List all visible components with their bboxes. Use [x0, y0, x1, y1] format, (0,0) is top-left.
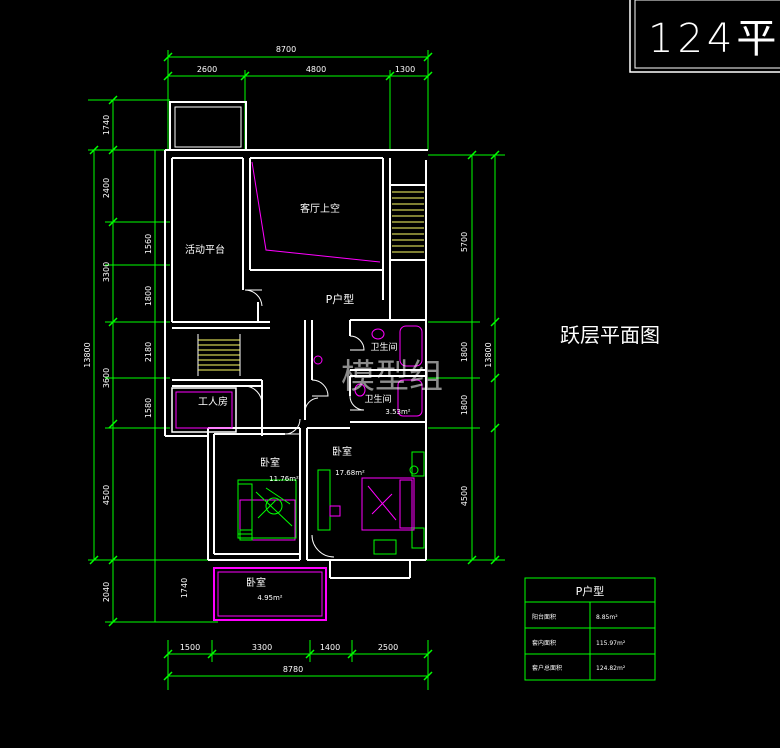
- dim-left-inner-1: 1560: [144, 234, 153, 254]
- room-label-bath1: 卫生间: [370, 341, 397, 353]
- header-title-fragment: 124平米: [648, 16, 780, 62]
- room-label-bedroom2: 卧室: [332, 445, 352, 458]
- dim-left-inner-2: 1800: [144, 286, 153, 306]
- room-area-bedroom3: 4.95m²: [257, 594, 282, 602]
- area-table: P户型 阳台面积 8.85m² 套内面积 115.97m² 套户总面积 124.…: [524, 577, 656, 681]
- dim-top-seg-2: 4800: [306, 65, 326, 74]
- area-row-label-2: 套内面积: [532, 639, 556, 647]
- room-label-living-void: 客厅上空: [300, 202, 340, 215]
- room-labels: 客厅上空 活动平台 P户型 卫生间 卫生间 3.53m² 工人房 卧室 11.7…: [185, 202, 411, 602]
- dim-right-seg-3: 1800: [460, 395, 469, 415]
- bedroom2-bed: [329, 477, 415, 531]
- dimension-lines: [88, 50, 505, 690]
- room-area-bedroom1: 11.76m²: [269, 475, 299, 483]
- bath-fixtures: [175, 325, 423, 541]
- dimension-ticks: [89, 52, 500, 681]
- watermark: 模型组: [341, 357, 443, 397]
- dim-top-total: 8700: [276, 45, 296, 54]
- dim-left-outer-3: 3300: [102, 262, 111, 282]
- dim-right-seg-2: 1800: [460, 342, 469, 362]
- room-label-unit: P户型: [326, 292, 355, 306]
- dim-left-inner-5: 1740: [180, 578, 189, 598]
- room-label-bedroom3: 卧室: [246, 576, 266, 589]
- area-row-label-3: 套户总面积: [532, 664, 562, 672]
- dim-left-outer-5: 4500: [102, 485, 111, 505]
- area-row-label-1: 阳台面积: [532, 613, 556, 621]
- room-label-utility: 工人房: [198, 395, 228, 408]
- dim-top-seg-1: 2600: [197, 65, 217, 74]
- dimension-labels: 8700 2600 4800 1300 1500 3300 1400 2500 …: [83, 45, 493, 674]
- area-row-value-2: 115.97m²: [596, 640, 626, 647]
- area-table-title: P户型: [576, 584, 605, 598]
- dim-right-seg-4: 4500: [460, 486, 469, 506]
- dim-left-outer-2: 2400: [102, 178, 111, 198]
- dim-bottom-total: 8780: [283, 665, 303, 674]
- dim-left-inner-4: 1580: [144, 398, 153, 418]
- dim-right-seg-1: 5700: [460, 232, 469, 252]
- room-area-bedroom2: 17.68m²: [335, 469, 365, 477]
- dim-right-total: 13800: [484, 342, 493, 367]
- drawing-title: 跃层平面图: [560, 323, 660, 347]
- room-area-bath2: 3.53m²: [385, 408, 410, 416]
- living-void-lines: [251, 161, 381, 263]
- room-label-activity-terrace: 活动平台: [185, 243, 225, 256]
- stairs: [197, 191, 424, 376]
- dim-left-total: 13800: [83, 342, 92, 367]
- dim-bottom-seg-1: 1500: [180, 643, 200, 652]
- dim-top-seg-3: 1300: [395, 65, 415, 74]
- dim-bottom-seg-2: 3300: [252, 643, 272, 652]
- dim-bottom-seg-3: 1400: [320, 643, 340, 652]
- dim-left-outer-6: 2040: [102, 582, 111, 602]
- room-label-bath2: 卫生间: [364, 393, 391, 405]
- walls: [164, 101, 428, 621]
- bedroom1-furniture: [237, 479, 297, 541]
- room-label-bedroom1: 卧室: [260, 456, 280, 469]
- title-box: 124平米: [629, 0, 780, 73]
- dim-left-inner-3: 2180: [144, 342, 153, 362]
- bedroom2-furniture: [317, 451, 425, 555]
- area-row-value-1: 8.85m²: [596, 614, 618, 621]
- dim-left-outer-1: 1740: [102, 115, 111, 135]
- doors: [244, 289, 365, 558]
- dim-left-outer-4: 3600: [102, 368, 111, 388]
- area-row-value-3: 124.82m²: [596, 665, 626, 672]
- dim-bottom-seg-4: 2500: [378, 643, 398, 652]
